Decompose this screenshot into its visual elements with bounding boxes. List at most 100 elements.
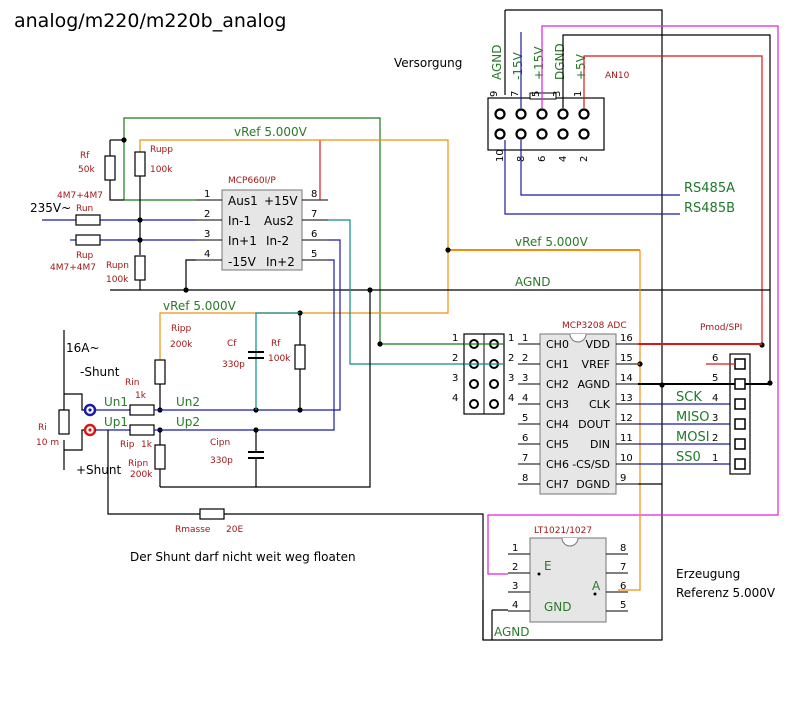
erzeugung-label: Erzeugung bbox=[676, 567, 740, 581]
an10-label-dgnd: DGND bbox=[553, 43, 567, 80]
ref-pin-number: 7 bbox=[620, 562, 626, 573]
jumper-pin-number: 2 bbox=[452, 353, 458, 364]
cipn-value: 330p bbox=[210, 456, 233, 466]
rupn-value: 100k bbox=[106, 275, 129, 285]
ripp-value: 200k bbox=[170, 340, 193, 350]
ref-pin-number: 6 bbox=[620, 581, 626, 592]
rs485a-wire bbox=[520, 140, 680, 196]
adc-pin-number: 10 bbox=[620, 453, 633, 464]
vref-upper-wire bbox=[139, 139, 449, 360]
pmod-pin-number: 1 bbox=[712, 453, 718, 464]
adc-pin-number: 9 bbox=[620, 473, 626, 484]
opamp-mcp660: MCP660I/P Aus1 In-1 In+1 -15V +15V Aus2 … bbox=[196, 176, 328, 271]
rmasse-value: 20E bbox=[226, 525, 243, 535]
ref-pin-number: 2 bbox=[512, 562, 518, 573]
adc-pin-number: 15 bbox=[620, 353, 633, 364]
opamp-pin-name: In+1 bbox=[228, 234, 257, 248]
rs485a-label: RS485A bbox=[684, 181, 735, 196]
an10-top-pin: 5 bbox=[531, 91, 542, 97]
jumper-pin-number: 3 bbox=[508, 373, 514, 384]
ripn-name: Ripn bbox=[128, 459, 148, 469]
dgnd-wire bbox=[562, 34, 771, 383]
an10-bottom-pin: 4 bbox=[558, 156, 569, 162]
opamp-pin: 4 bbox=[204, 249, 210, 260]
opamp-pin: 2 bbox=[204, 209, 210, 220]
rupp-name: Rupp bbox=[150, 145, 173, 155]
opamp-pin: 1 bbox=[204, 189, 210, 200]
adc-name: MCP3208 ADC bbox=[562, 321, 627, 331]
rf-top-name: Rf bbox=[80, 151, 90, 161]
an10-top-pin: 3 bbox=[552, 91, 563, 97]
pmod-pin-number: 4 bbox=[712, 393, 718, 404]
sck-label: SCK bbox=[676, 390, 702, 405]
adc-pin-name: CH4 bbox=[546, 418, 569, 431]
rup-value: 4M7+4M7 bbox=[50, 263, 96, 273]
pmod-connector: Pmod/SPI bbox=[700, 323, 751, 475]
jumper-pin-number: 4 bbox=[452, 393, 458, 404]
miso-label: MISO bbox=[676, 410, 710, 425]
adc-pin-number: 14 bbox=[620, 373, 633, 384]
rup-resistor bbox=[75, 234, 101, 246]
rmasse-resistor bbox=[199, 508, 225, 520]
adc-pin-name: CH2 bbox=[546, 378, 569, 391]
pmod-pin-number: 3 bbox=[712, 413, 718, 424]
adc-pin-name: AGND bbox=[577, 378, 610, 391]
an10-top-pin: 1 bbox=[573, 91, 584, 97]
adc-pin-name: DIN bbox=[590, 438, 610, 451]
an10-label-m15v: -15V bbox=[511, 51, 525, 80]
rup-name: Rup bbox=[76, 251, 94, 261]
ripn-resistor bbox=[154, 444, 166, 470]
adc-pin-name: CH7 bbox=[546, 478, 569, 491]
cf-value: 330p bbox=[222, 360, 245, 370]
adc-pin-name: CLK bbox=[589, 398, 611, 411]
adc-pin-number: 5 bbox=[522, 413, 528, 424]
rin-name: Rin bbox=[125, 378, 139, 388]
adc-pin-number: 13 bbox=[620, 393, 633, 404]
adc-pin-number: 3 bbox=[522, 373, 528, 384]
ref-pin-number: 3 bbox=[512, 581, 518, 592]
cf-wire bbox=[255, 312, 300, 410]
rupn-name: Rupn bbox=[106, 261, 129, 271]
un1-label: Un1 bbox=[104, 395, 128, 409]
an10-label-agnd: AGND bbox=[490, 44, 504, 80]
up2-label: Up2 bbox=[176, 415, 200, 429]
rs485b-wire bbox=[504, 140, 680, 215]
adc-mcp3208: MCP3208 ADC bbox=[539, 321, 627, 495]
opamp-pin-name: Aus2 bbox=[264, 214, 294, 228]
opamp-pin-name: In-1 bbox=[228, 214, 251, 228]
an10-bottom-pin: 6 bbox=[537, 156, 548, 162]
adc-pin-number: 2 bbox=[522, 353, 528, 364]
run-value: 4M7+4M7 bbox=[57, 191, 103, 201]
shunt-section bbox=[58, 312, 484, 640]
rin-resistor bbox=[129, 404, 155, 416]
voltage-label: 235V~ bbox=[30, 201, 71, 215]
adc-pin-name: CH0 bbox=[546, 338, 569, 351]
ripp-name: Ripp bbox=[171, 324, 191, 334]
rs485b-label: RS485B bbox=[684, 201, 735, 216]
ss0-label: SS0 bbox=[676, 450, 701, 465]
adc-pin-number: 8 bbox=[522, 473, 528, 484]
rupn-resistor bbox=[134, 255, 146, 281]
adc-pin-number: 6 bbox=[522, 433, 528, 444]
adc-pin-name: CH5 bbox=[546, 438, 569, 451]
adc-pin-number: 12 bbox=[620, 413, 633, 424]
vref-mid-label: vRef 5.000V bbox=[515, 235, 589, 249]
junction-dots bbox=[121, 137, 773, 433]
rupp-value: 100k bbox=[150, 165, 173, 175]
ref-pin-number: 1 bbox=[512, 543, 518, 554]
ref-ic-lt1021: LT1021/1027 E A GND bbox=[529, 526, 607, 623]
an10-top-pin: 7 bbox=[510, 91, 521, 97]
adc-pin-name: CH3 bbox=[546, 398, 569, 411]
vref-top-label: vRef 5.000V bbox=[234, 125, 308, 139]
shunt-minus-label: -Shunt bbox=[80, 365, 120, 379]
rupp-resistor bbox=[134, 151, 146, 177]
opamp-pin-name: +15V bbox=[264, 194, 298, 208]
adc-pin-name: DOUT bbox=[578, 418, 610, 431]
adc-pin-number: 11 bbox=[620, 433, 633, 444]
adc-pin-name: VREF bbox=[582, 358, 610, 371]
rip-value: 1k bbox=[141, 440, 153, 450]
an10-bottom-pin: 2 bbox=[579, 156, 590, 162]
rf-low-resistor bbox=[294, 344, 306, 370]
ri-name: Ri bbox=[38, 423, 47, 433]
